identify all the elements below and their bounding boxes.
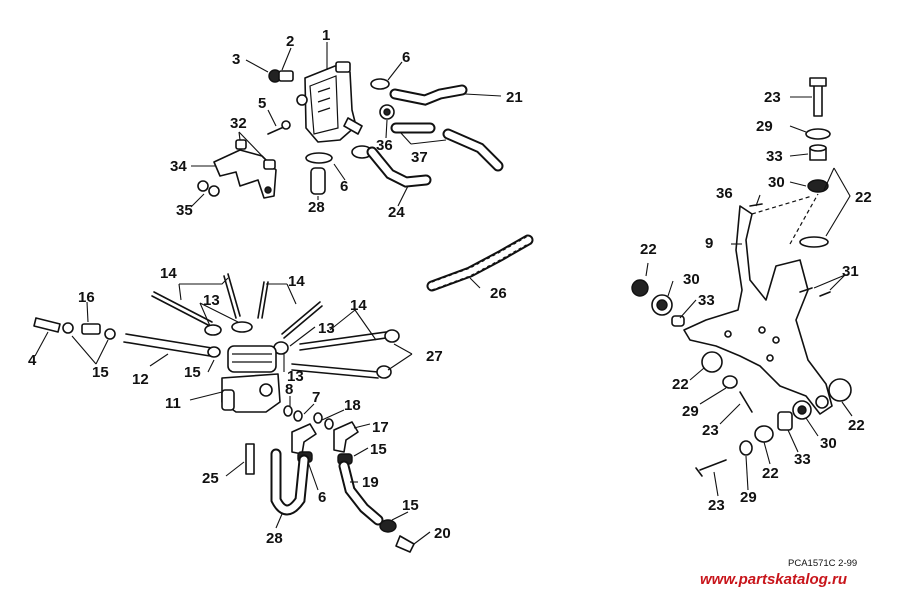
fuel-pump-assembly (268, 61, 363, 143)
callout-29: 29 (740, 489, 757, 506)
callout-28: 28 (308, 199, 325, 216)
top-left-hardware (197, 78, 395, 199)
callout-27: 27 (426, 348, 443, 365)
callout-30: 30 (768, 174, 785, 191)
callout-19: 19 (362, 474, 379, 491)
callout-17: 17 (372, 419, 389, 436)
callout-29: 29 (756, 118, 773, 135)
callout-31: 31 (842, 263, 859, 280)
callout-35: 35 (176, 202, 193, 219)
callout-15: 15 (402, 497, 419, 514)
callout-13: 13 (203, 292, 220, 309)
callout-32: 32 (230, 115, 247, 132)
callout-30: 30 (820, 435, 837, 452)
callout-14: 14 (160, 265, 177, 282)
callout-13: 13 (318, 320, 335, 337)
callout-6: 6 (402, 49, 410, 66)
callout-9: 9 (705, 235, 713, 252)
callout-23: 23 (708, 497, 725, 514)
callout-14: 14 (288, 273, 305, 290)
reference-code: PCA1571C 2-99 (788, 558, 857, 569)
callout-22: 22 (855, 189, 872, 206)
callout-15: 15 (184, 364, 201, 381)
callout-18: 18 (344, 397, 361, 414)
callout-1: 1 (322, 27, 330, 44)
callout-11: 11 (165, 395, 181, 412)
callout-36: 36 (376, 137, 393, 154)
callouts: 1 2 3 6 5 21 32 36 37 34 6 35 28 24 23 2… (28, 27, 872, 547)
watermark-text: www.partskatalog.ru (700, 571, 847, 588)
fuel-filter-assembly (33, 273, 415, 553)
mounting-bracket-assembly (631, 77, 852, 477)
callout-25: 25 (202, 470, 219, 487)
callout-5: 5 (258, 95, 266, 112)
callout-33: 33 (794, 451, 811, 468)
callout-22: 22 (848, 417, 865, 434)
callout-15: 15 (92, 364, 109, 381)
callout-14: 14 (350, 297, 367, 314)
callout-29: 29 (682, 403, 699, 420)
callout-23: 23 (702, 422, 719, 439)
callout-22: 22 (762, 465, 779, 482)
callout-26: 26 (490, 285, 507, 302)
callout-33: 33 (766, 148, 783, 165)
callout-23: 23 (764, 89, 781, 106)
leader-lines (34, 42, 853, 545)
callout-7: 7 (312, 389, 320, 406)
callout-12: 12 (132, 371, 149, 388)
callout-4: 4 (28, 352, 37, 369)
callout-22: 22 (672, 376, 689, 393)
callout-2: 2 (286, 33, 294, 50)
callout-33: 33 (698, 292, 715, 309)
callout-21: 21 (506, 89, 523, 106)
callout-24: 24 (388, 204, 405, 221)
callout-20: 20 (434, 525, 451, 542)
callout-22: 22 (640, 241, 657, 258)
callout-36: 36 (716, 185, 733, 202)
callout-34: 34 (170, 158, 187, 175)
callout-30: 30 (683, 271, 700, 288)
callout-37: 37 (411, 149, 428, 166)
callout-16: 16 (78, 289, 95, 306)
callout-3: 3 (232, 51, 240, 68)
callout-8: 8 (285, 381, 293, 398)
callout-13: 13 (287, 368, 304, 385)
callout-28: 28 (266, 530, 283, 547)
braided-hose (426, 234, 534, 292)
callout-6: 6 (318, 489, 326, 506)
callout-6: 6 (340, 178, 348, 195)
top-hoses (366, 84, 504, 188)
callout-15: 15 (370, 441, 387, 458)
